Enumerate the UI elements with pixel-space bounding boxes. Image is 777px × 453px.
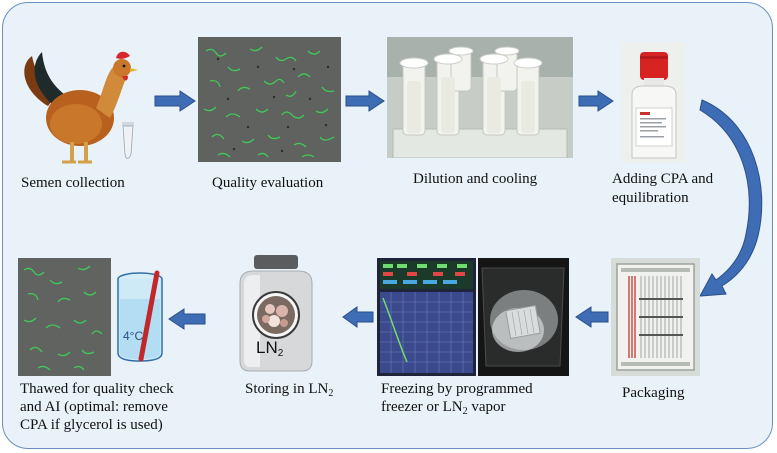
- step-label-thawed-line1: Thawed for quality check: [20, 381, 174, 397]
- sperm-micrograph-image: [198, 37, 341, 162]
- cpa-bottle-image: [622, 42, 686, 163]
- ln2-vapor-image: [478, 258, 569, 376]
- ln2-jar-label: LN2: [256, 338, 284, 359]
- thawed-sperm-micrograph-image: [18, 258, 111, 376]
- step-label-quality-evaluation: Quality evaluation: [212, 175, 324, 191]
- flow-arrow-5: [342, 306, 374, 328]
- flow-arrow-3: [578, 90, 614, 112]
- programmed-freezer-screen-image: [377, 258, 476, 376]
- flow-arrow-1: [154, 90, 196, 112]
- step-label-freezing-line1: Freezing by programmed: [381, 381, 533, 397]
- step-label-storing: Storing in LN2: [245, 381, 334, 399]
- beaker-temp-label: 4°C: [123, 329, 144, 343]
- step-label-adding-cpa-line1: Adding CPA and: [612, 171, 714, 187]
- step-label-packaging: Packaging: [622, 385, 685, 401]
- diluted-tubes-image: [387, 37, 573, 158]
- packaging-straws-image: [611, 258, 700, 376]
- step-label-adding-cpa-line2: equilibration: [612, 190, 689, 206]
- flow-arrow-4: [575, 306, 609, 328]
- beaker-4c-image: [113, 269, 168, 364]
- step-label-dilution-cooling: Dilution and cooling: [413, 171, 538, 187]
- step-label-thawed-line2: and AI (optimal: remove: [20, 399, 168, 415]
- flow-arrow-2: [345, 90, 385, 112]
- flow-arrow-6: [168, 308, 206, 330]
- ln2-storage-jar-image: [232, 253, 320, 373]
- curved-flow-arrow: [699, 99, 763, 297]
- step-label-freezing-line2: freezer or LN2 vapor: [381, 399, 506, 417]
- step-label-semen-collection: Semen collection: [21, 175, 125, 191]
- step-label-thawed-line3: CPA if glycerol is used): [20, 417, 163, 433]
- rooster-image: [18, 46, 146, 168]
